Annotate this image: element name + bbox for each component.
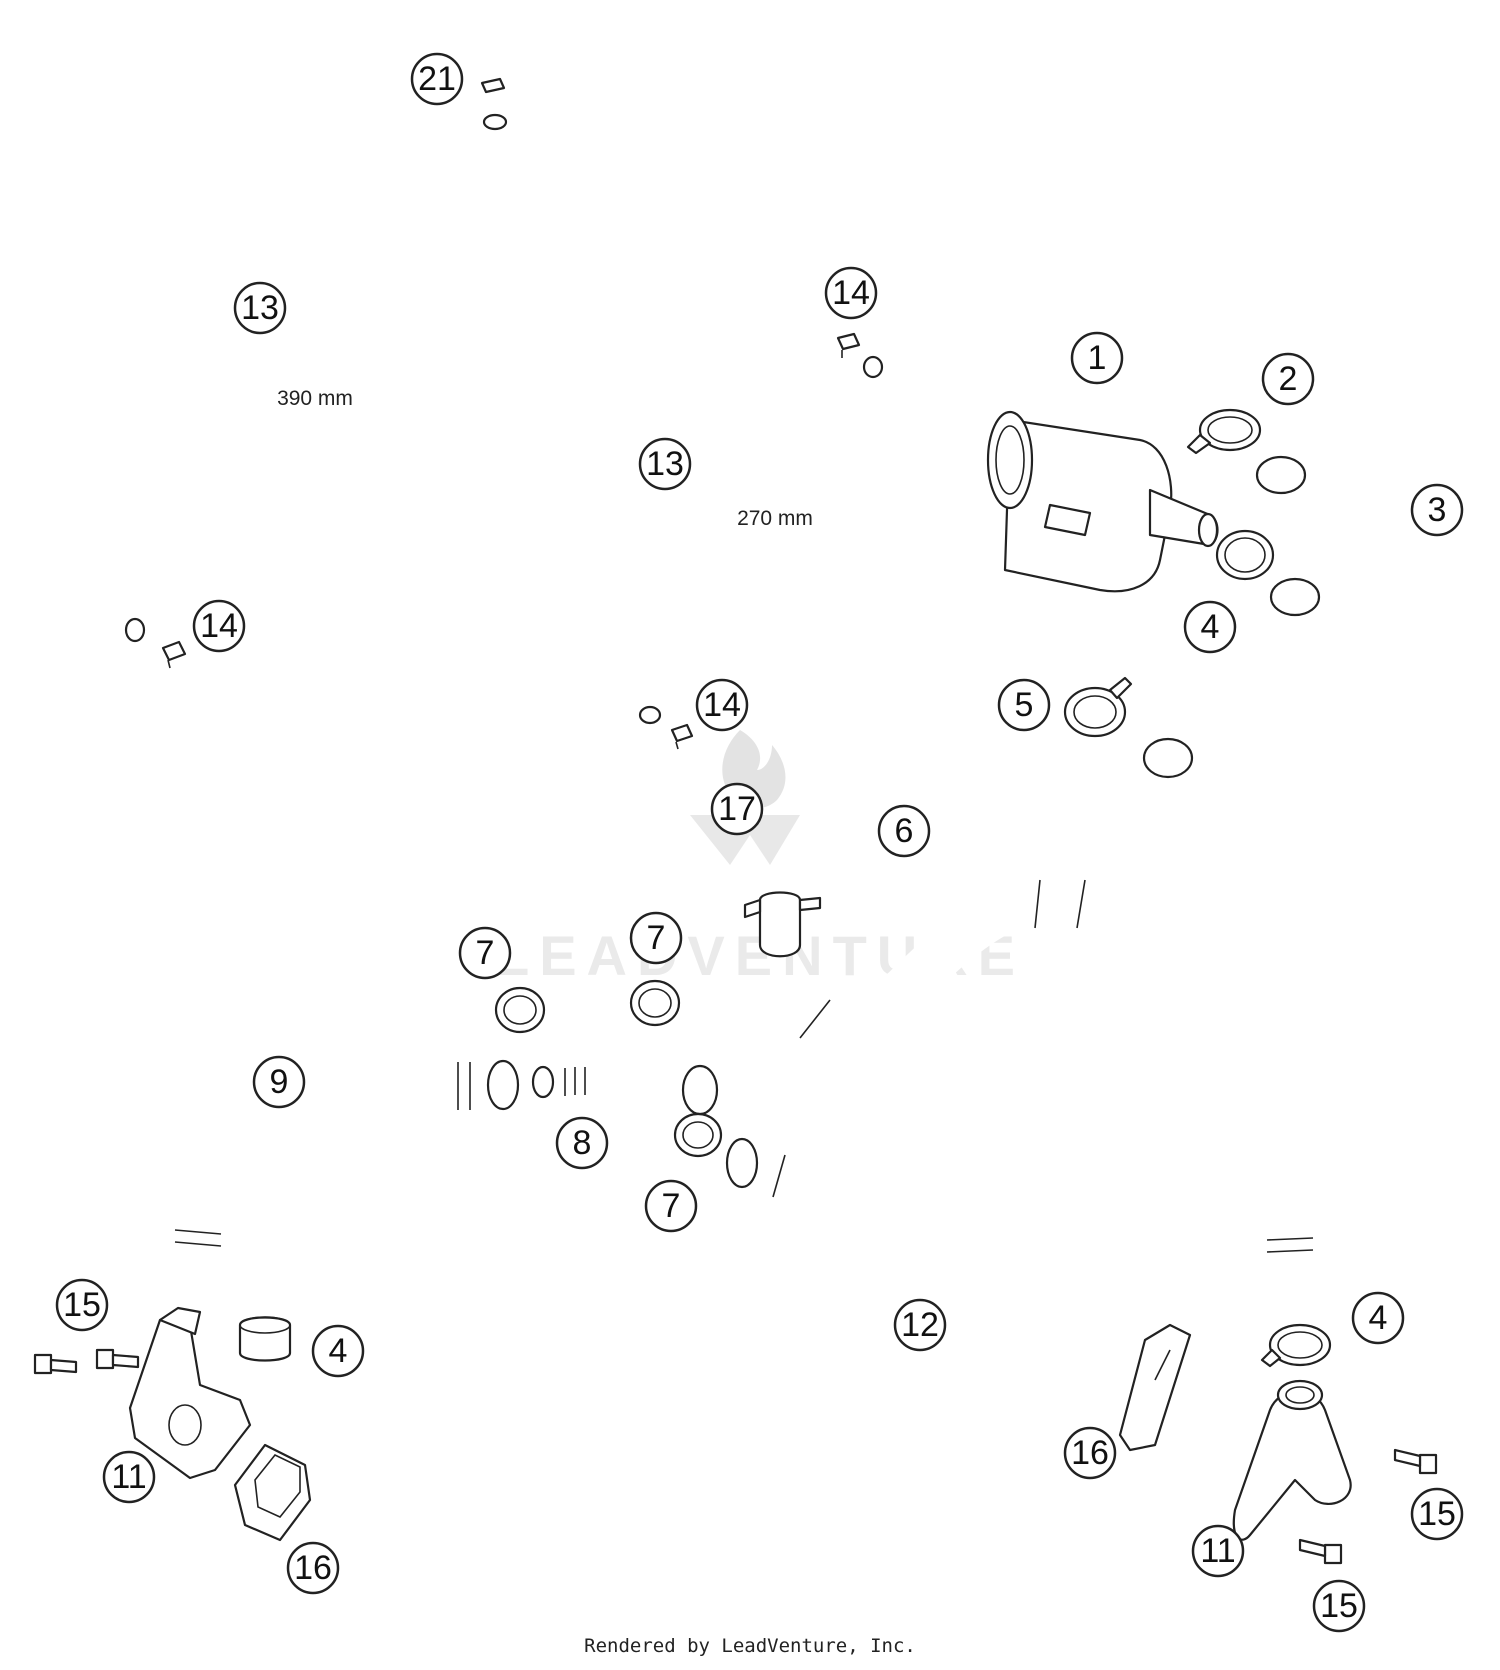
callout-15-a[interactable]: 15 [55,1278,109,1332]
callout-number: 15 [1418,1495,1456,1533]
clip-21[interactable] [480,77,506,94]
callout-4-c[interactable]: 4 [1351,1291,1405,1345]
part-2-clamp[interactable] [1186,408,1262,455]
callout-number: 16 [1071,1434,1109,1472]
callout-number: 15 [1320,1587,1358,1625]
callout-number: 11 [111,1458,146,1496]
callout-number: 16 [294,1549,332,1587]
callout-2[interactable]: 2 [1261,352,1315,406]
callout-15-c[interactable]: 15 [1312,1579,1366,1633]
part-9-hose[interactable] [172,1058,523,1323]
callout-number: 4 [329,1332,348,1370]
callout-6[interactable]: 6 [877,804,931,858]
part-16-gasket-right[interactable] [1118,1323,1192,1452]
callout-14-c[interactable]: 14 [695,678,749,732]
part-7-clamp-b[interactable] [629,979,681,1027]
callout-number: 17 [718,790,756,828]
callout-number: 7 [647,919,666,957]
callout-7-a[interactable]: 7 [458,926,512,980]
callout-number: 5 [1015,686,1034,724]
callout-4-b[interactable]: 4 [311,1324,365,1378]
callout-number: 13 [646,445,684,483]
callout-12[interactable]: 12 [893,1298,947,1352]
callout-8[interactable]: 8 [555,1116,609,1170]
callout-7-b[interactable]: 7 [629,911,683,965]
part-15-bolt-a[interactable] [33,1353,78,1375]
part-15-bolt-b[interactable] [95,1348,140,1370]
part-15-bolt-d[interactable] [1298,1538,1343,1565]
callout-number: 15 [63,1286,101,1324]
part-3-hose[interactable] [1255,455,1452,658]
callout-14-b[interactable]: 14 [824,266,878,320]
callout-9[interactable]: 9 [252,1055,306,1109]
callout-4-a[interactable]: 4 [1183,600,1237,654]
part-8-connector[interactable] [531,1055,663,1113]
part-11-cover-left[interactable] [128,1306,252,1480]
callout-21[interactable]: 21 [410,52,464,106]
hose-end [124,617,146,643]
callout-number: 14 [200,607,238,645]
callout-number: 2 [1279,360,1298,398]
clip-14-a[interactable] [161,640,187,669]
dimension-label-390: 390 mm [277,387,353,410]
callout-17[interactable]: 17 [710,782,764,836]
footer-credit: Rendered by LeadVenture, Inc. [584,1635,916,1657]
callout-15-b[interactable]: 15 [1410,1487,1464,1541]
callout-number: 7 [476,934,495,972]
callout-number: 11 [1200,1532,1235,1570]
callout-1[interactable]: 1 [1070,331,1124,385]
callout-number: 1 [1088,339,1107,377]
callout-13-long[interactable]: 13 [233,281,287,335]
part-5-clamp[interactable] [1063,676,1133,738]
clip-14-b[interactable] [836,332,861,358]
callout-number: 13 [241,289,279,327]
callout-number: 21 [418,60,456,98]
callout-number: 7 [662,1187,681,1225]
hose-13-long[interactable] [96,109,508,643]
callout-number: 12 [901,1306,939,1344]
callout-number: 6 [895,812,914,850]
part-4-clamp-b[interactable] [238,1316,292,1362]
hose-13-short[interactable] [553,355,927,726]
dimension-label-270: 270 mm [737,507,813,530]
part-7-clamp-c[interactable] [673,1112,723,1158]
callout-13-short[interactable]: 13 [638,437,692,491]
part-15-bolt-c[interactable] [1393,1448,1438,1475]
callout-number: 14 [832,274,870,312]
callout-11-left[interactable]: 11 [102,1450,156,1504]
callout-number: 4 [1201,608,1220,646]
callout-number: 8 [573,1124,592,1162]
part-12-hose[interactable] [722,1137,1317,1333]
callout-3[interactable]: 3 [1410,483,1464,537]
callout-14-a[interactable]: 14 [192,599,246,653]
part-1-housing[interactable] [986,410,1219,593]
part-11-cover-right[interactable] [1232,1379,1352,1541]
callout-number: 9 [270,1063,289,1101]
callout-number: 14 [703,686,741,724]
part-7-clamp-a[interactable] [494,986,546,1034]
callout-11-right[interactable]: 11 [1191,1524,1245,1578]
callout-number: 4 [1369,1299,1388,1337]
part-4-clamp-a[interactable] [1215,529,1275,581]
part-16-gasket-left[interactable] [233,1443,312,1542]
callout-5[interactable]: 5 [997,678,1051,732]
callout-16-right[interactable]: 16 [1063,1426,1117,1480]
hose-end [482,113,508,131]
callout-number: 3 [1428,491,1447,529]
part-4-clamp-c[interactable] [1260,1323,1332,1368]
part-17-clamp[interactable] [743,891,822,958]
clip-14-c[interactable] [670,723,694,750]
callout-16-left[interactable]: 16 [286,1541,340,1595]
part-6-hose[interactable] [681,737,1237,1116]
watermark-v-icon [690,815,800,865]
callout-7-c[interactable]: 7 [644,1179,698,1233]
